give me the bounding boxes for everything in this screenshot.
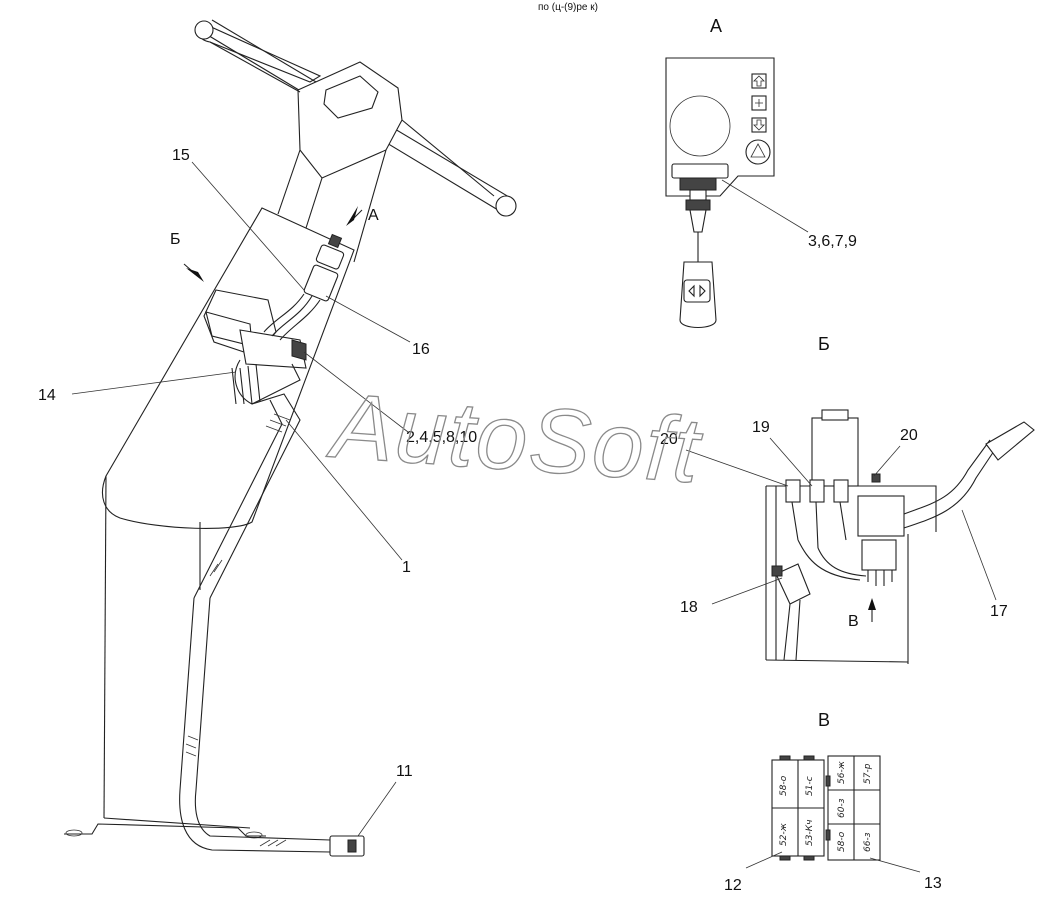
callout-14: 14 [38, 387, 56, 404]
watermark-logo: AutoSoft [324, 375, 706, 503]
callout-1: 1 [402, 559, 411, 576]
pin-53kch: 53-Кч [805, 820, 815, 846]
callout-16: 16 [412, 341, 430, 358]
pin-58o-left: 58-о [779, 775, 789, 796]
main-callouts: 15 А Б 16 14 2,4,5,8,10 1 11 [38, 147, 477, 837]
mounting-bracket [64, 823, 266, 837]
pin-60z: 60-з [837, 798, 847, 818]
callout-19: 19 [752, 419, 770, 436]
connector-13: 56-ж 57-р 60-з 58-о 66-з [825, 755, 881, 861]
callout-20-right: 20 [900, 427, 918, 444]
callout-18: 18 [680, 599, 698, 616]
end-connector [329, 835, 365, 857]
pin-57r: 57-р [863, 763, 873, 784]
callout-arrow-a: А [368, 207, 379, 224]
pin-56zh: 56-ж [837, 760, 847, 784]
push-button-switch [303, 233, 345, 302]
view-a: А 3,6,7,9 [665, 16, 857, 329]
hazard-triangle-icon [745, 139, 771, 165]
callout-12: 12 [724, 877, 742, 894]
view-b-title: Б [818, 334, 830, 354]
header-note: по (ц-(9)ре к) [538, 2, 598, 13]
connector-12: 58-о 51-с 52-ж 53-Кч [771, 755, 825, 861]
column-shaft [277, 149, 387, 263]
double-arrow-icon [688, 284, 706, 298]
pin-52zh: 52-ж [779, 822, 789, 846]
callout-17: 17 [990, 603, 1008, 620]
view-a-title: А [710, 16, 722, 36]
callout-arrow-v: В [848, 613, 859, 630]
callout-20-left: 20 [660, 431, 678, 448]
callout-arrow-b: Б [170, 231, 181, 248]
callout-13: 13 [924, 875, 942, 892]
pin-58o-right: 58-о [837, 831, 847, 852]
column-housing [102, 207, 355, 529]
callout-11: 11 [396, 763, 413, 780]
steering-wheel [194, 19, 517, 217]
view-v-title: В [818, 710, 830, 730]
callout-3-9: 3,6,7,9 [808, 233, 857, 250]
combination-switch [203, 289, 307, 369]
view-v: В 58-о 51-с 52-ж 53-Кч 56-ж 57-р 60-з 58… [724, 710, 942, 894]
callout-15: 15 [172, 147, 190, 164]
view-b: Б В 20 19 20 [660, 334, 1035, 664]
pin-51c: 51-с [805, 776, 815, 796]
pin-66z: 66-з [863, 832, 873, 852]
steering-column-assembly [64, 19, 517, 857]
callout-2-10: 2,4,5,8,10 [406, 429, 477, 446]
